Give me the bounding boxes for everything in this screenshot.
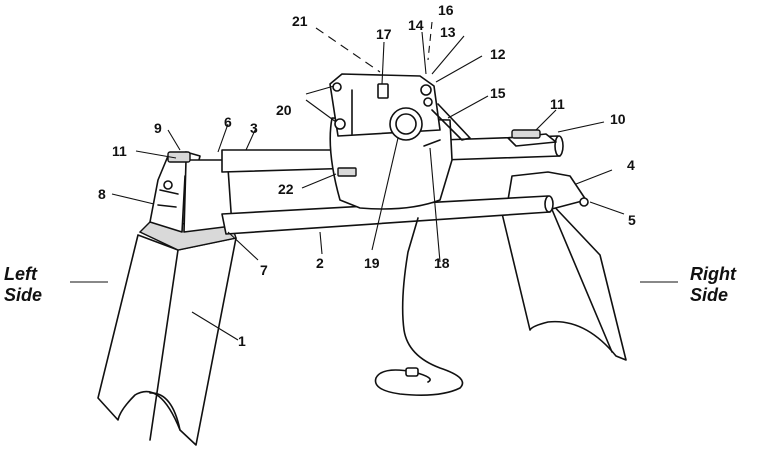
callout-16: 16 bbox=[438, 2, 454, 18]
callout-19: 19 bbox=[364, 255, 380, 271]
left-end-casting bbox=[149, 151, 233, 233]
callout-11-right: 11 bbox=[550, 96, 565, 112]
right-side-label-line2: Side bbox=[690, 285, 728, 305]
callout-11-left: 11 bbox=[112, 143, 127, 159]
callout-2: 2 bbox=[316, 255, 324, 271]
headstock bbox=[329, 73, 471, 210]
callout-3: 3 bbox=[250, 120, 258, 136]
callout-8: 8 bbox=[98, 186, 106, 202]
callout-4: 4 bbox=[627, 157, 635, 173]
left-side-label-line1: Left bbox=[4, 264, 38, 284]
lower-tube bbox=[221, 195, 554, 235]
callout-7: 7 bbox=[260, 262, 268, 278]
callout-6: 6 bbox=[224, 114, 232, 130]
right-tube-bracket bbox=[507, 129, 557, 147]
callout-9: 9 bbox=[154, 120, 162, 136]
right-leg bbox=[499, 171, 627, 361]
leader-lines bbox=[70, 21, 678, 341]
left-side-label-line2: Side bbox=[4, 285, 42, 305]
right-side-label-line1: Right bbox=[690, 264, 737, 284]
callout-13: 13 bbox=[440, 24, 456, 40]
callout-1: 1 bbox=[238, 333, 246, 349]
callout-17: 17 bbox=[376, 26, 392, 42]
power-cord bbox=[374, 217, 464, 396]
callout-21: 21 bbox=[292, 13, 308, 29]
left-leg bbox=[97, 221, 237, 446]
callout-12: 12 bbox=[490, 46, 506, 62]
callout-18: 18 bbox=[434, 255, 450, 271]
callout-labels: 1 2 3 4 5 6 7 8 9 10 11 11 12 13 14 15 1… bbox=[98, 2, 636, 349]
callout-22: 22 bbox=[278, 181, 294, 197]
side-labels: Left Side Right Side bbox=[4, 264, 737, 305]
callout-14: 14 bbox=[408, 17, 424, 33]
callout-5: 5 bbox=[628, 212, 636, 228]
callout-10: 10 bbox=[610, 111, 626, 127]
callout-15: 15 bbox=[490, 85, 506, 101]
callout-20: 20 bbox=[276, 102, 292, 118]
